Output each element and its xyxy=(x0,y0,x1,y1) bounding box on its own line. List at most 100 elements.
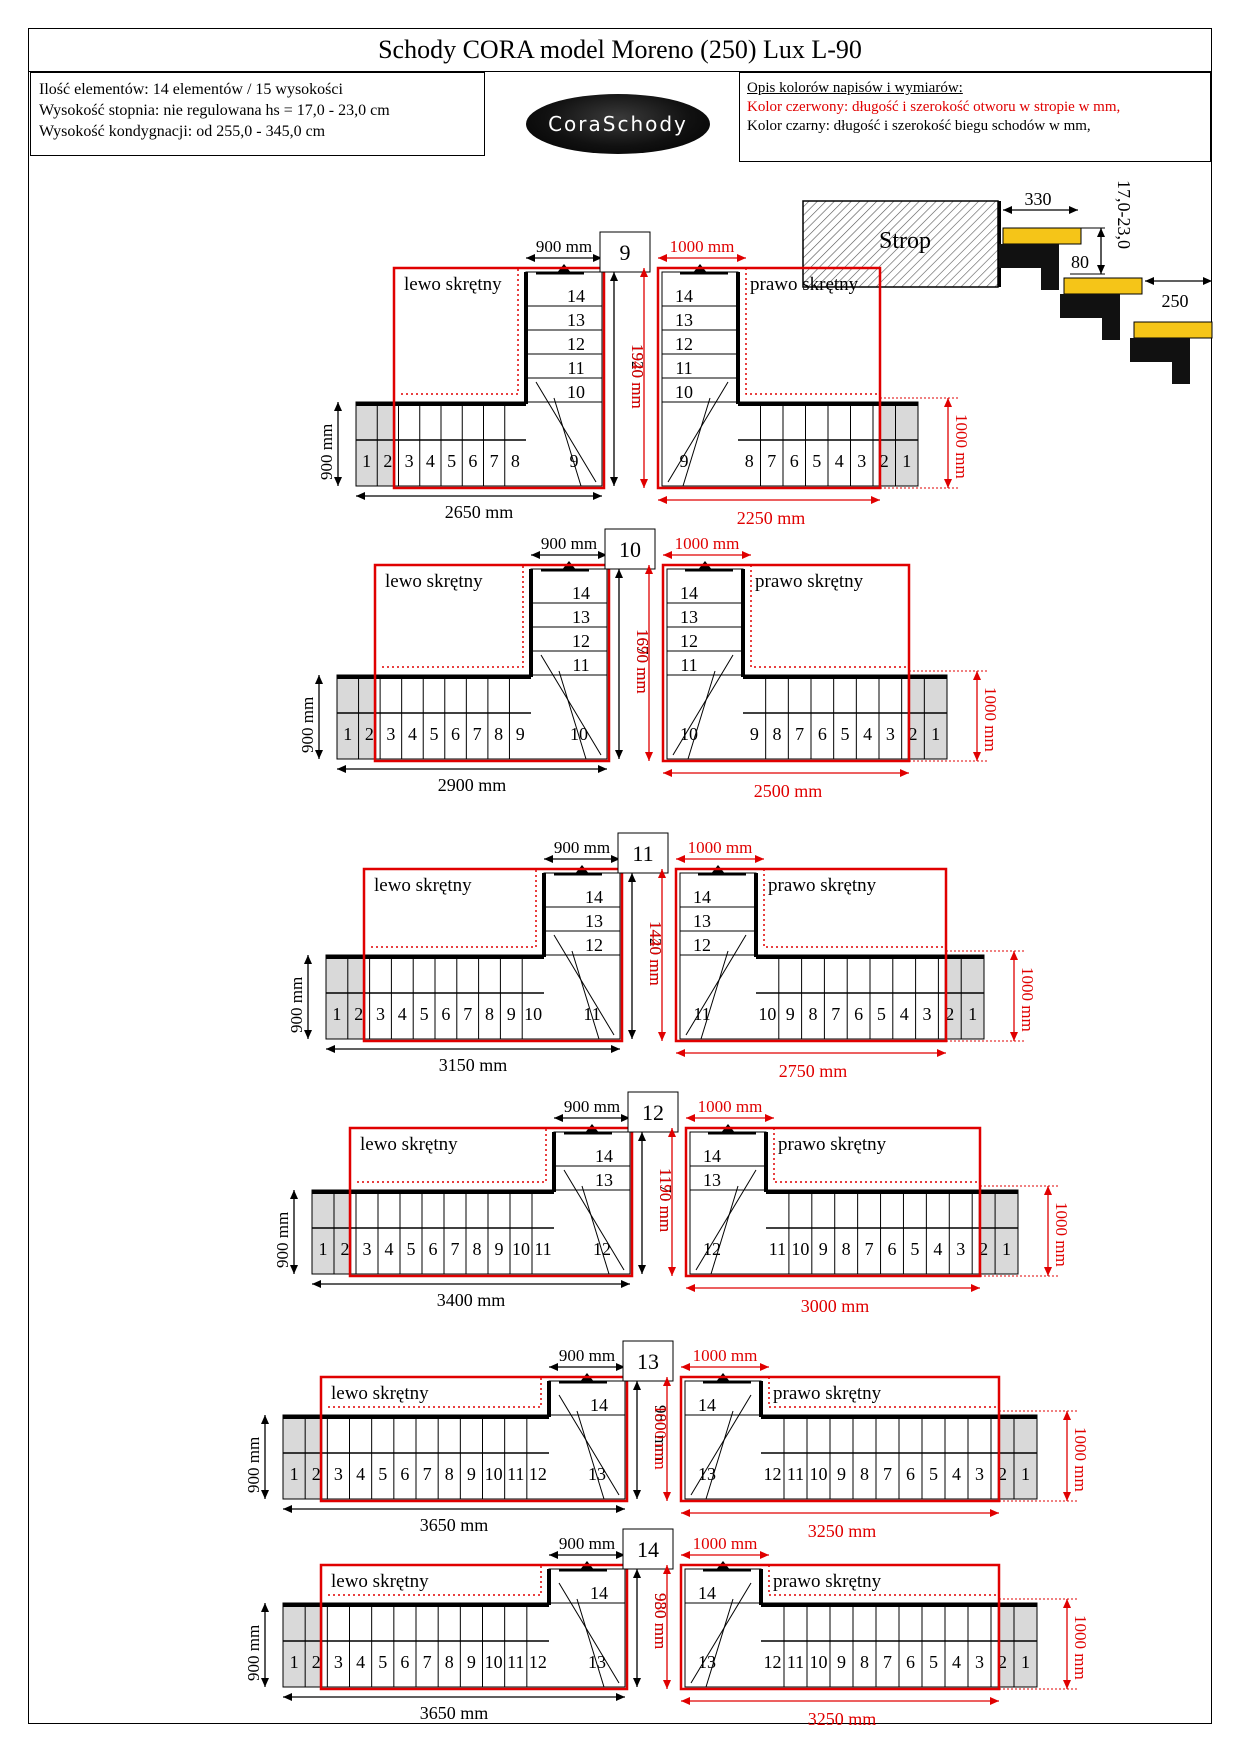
dim-330-label: 330 xyxy=(1025,189,1052,209)
width-label: 900 mm xyxy=(244,1625,263,1681)
arrow-head xyxy=(1063,1680,1071,1689)
arrow-head xyxy=(526,254,535,262)
arrow-head xyxy=(1044,1267,1052,1276)
arrow-head xyxy=(633,1490,641,1499)
arrow-head xyxy=(742,551,751,559)
turn-label: prawo skrętny xyxy=(768,875,877,896)
start-zone xyxy=(997,1415,1037,1499)
step-number: 6 xyxy=(818,724,827,744)
step-number: 4 xyxy=(900,1004,909,1024)
step-number: 9 xyxy=(786,1004,795,1024)
dim-330 xyxy=(1003,206,1078,214)
arrow-head xyxy=(990,1509,999,1517)
ceiling-slab xyxy=(802,200,999,288)
step-number: 12 xyxy=(593,1239,611,1259)
winder-line xyxy=(695,1169,757,1271)
start-zone xyxy=(997,1603,1037,1687)
step-number: 3 xyxy=(405,451,414,471)
width-dimension xyxy=(315,675,323,759)
step-number: 10 xyxy=(570,724,588,744)
step-number: 13 xyxy=(693,911,711,931)
arrow-head xyxy=(549,1551,558,1559)
length-dimension xyxy=(356,492,602,500)
step-number: 13 xyxy=(588,1652,606,1672)
step-number: 2 xyxy=(998,1652,1007,1672)
step-number: 8 xyxy=(860,1464,869,1484)
length-dimension xyxy=(283,1505,625,1513)
step-number: 4 xyxy=(408,724,417,744)
winder-line xyxy=(690,1394,752,1496)
step-number: 5 xyxy=(812,451,821,471)
length-dimension-red xyxy=(663,769,909,777)
top-width-label: 900 mm xyxy=(559,1534,615,1553)
arrow-head xyxy=(304,955,312,964)
arrow-head xyxy=(615,750,623,759)
step-number: 14 xyxy=(572,583,590,603)
top-width-label: 900 mm xyxy=(541,534,597,553)
info-floor-height: Wysokość kondygnacji: od 255,0 - 345,0 c… xyxy=(39,123,326,140)
top-width-label: 900 mm xyxy=(536,237,592,256)
step-number: 5 xyxy=(841,724,850,744)
arrow-head xyxy=(760,1551,769,1559)
strop-label: Strop xyxy=(879,228,931,254)
step-number: 13 xyxy=(567,310,585,330)
turn-label: lewo skrętny xyxy=(385,571,483,592)
run-outline xyxy=(684,1414,1038,1500)
opening-outline xyxy=(679,1563,1001,1691)
step-number: 1 xyxy=(1002,1239,1011,1259)
height-dimension-red xyxy=(668,1128,676,1276)
step-number: 5 xyxy=(430,724,439,744)
top-width-dimension xyxy=(554,1114,630,1122)
step-number: 12 xyxy=(693,935,711,955)
step-number: 9 xyxy=(819,1239,828,1259)
winder-line xyxy=(710,1185,739,1275)
step-number: 11 xyxy=(572,655,589,675)
upper-run-outline xyxy=(525,271,603,403)
height-label-red: 1190 mm xyxy=(656,1168,675,1232)
height-label: 1420 mm xyxy=(646,921,665,986)
arrow-head xyxy=(668,1128,676,1137)
step-number: 5 xyxy=(929,1652,938,1672)
arrow-head xyxy=(658,496,667,504)
turn-label: prawo skrętny xyxy=(750,274,859,295)
turn-label: lewo skrętny xyxy=(404,274,502,295)
arrow-head xyxy=(616,1551,625,1559)
step-number: 12 xyxy=(680,631,698,651)
step-number: 10 xyxy=(485,1652,503,1672)
arrow-head xyxy=(334,477,342,486)
variant-number: 13 xyxy=(637,1349,659,1374)
arrow-head xyxy=(621,1114,630,1122)
arrow-head xyxy=(616,1693,625,1701)
step-number: 3 xyxy=(334,1464,343,1484)
step-number: 1 xyxy=(968,1004,977,1024)
upper-run-outline xyxy=(661,271,739,403)
arrow-head xyxy=(611,855,620,863)
step-number: 7 xyxy=(423,1652,432,1672)
top-width-label: 900 mm xyxy=(564,1097,620,1116)
run-outline xyxy=(689,1189,1019,1275)
length-dimension xyxy=(337,765,607,773)
step-number: 5 xyxy=(929,1464,938,1484)
step-number: 14 xyxy=(585,887,603,907)
winder-line xyxy=(558,670,587,760)
step-tread-3 xyxy=(1133,321,1213,339)
arrow-head xyxy=(990,1697,999,1705)
height-dimension xyxy=(633,1569,641,1687)
top-width-dimension xyxy=(549,1551,625,1559)
legend-black-line: Kolor czarny: długość i szerokość biegu … xyxy=(747,118,1091,134)
height-label: 1170 mm xyxy=(656,1168,675,1232)
arrow-head xyxy=(598,765,607,773)
step-number: 2 xyxy=(341,1239,350,1259)
height-dimension xyxy=(638,1132,646,1274)
width-dimension xyxy=(261,1415,269,1499)
step-number: 13 xyxy=(698,1464,716,1484)
variant-number-box xyxy=(617,832,669,874)
winder-line xyxy=(571,950,600,1040)
arrow-head xyxy=(1010,1032,1018,1041)
turn-label: lewo skrętny xyxy=(374,875,472,896)
dim-height-label: 17,0-23,0 xyxy=(1114,180,1134,249)
height-label: 1670 mm xyxy=(633,629,652,694)
